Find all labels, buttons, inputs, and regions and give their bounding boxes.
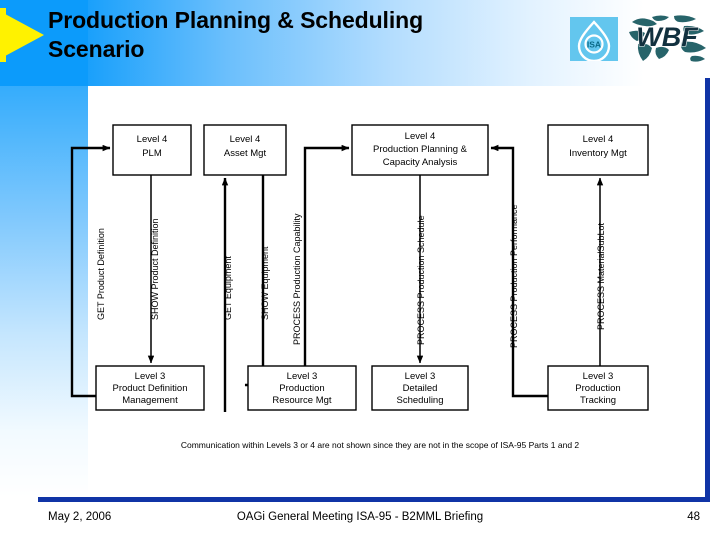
flow-label-process-production-capability: PROCESS Production Capability (292, 213, 302, 345)
level4-box-group: Level 4 PLM Level 4 Asset Mgt Level 4 Pr… (112, 124, 649, 176)
box-level3-dsch-line-1: Detailed (403, 383, 438, 394)
isa-logo: ISA (570, 17, 618, 63)
footer-meeting-title: OAGi General Meeting ISA-95 - B2MML Brie… (236, 511, 484, 523)
flow-label-get-equipment: GET Equipment (223, 256, 233, 320)
box-level3-detailed-scheduling[interactable]: Level 3 Detailed Scheduling (371, 365, 469, 411)
box-level4-production-planning-line-2: Capacity Analysis (383, 157, 458, 168)
box-level3-production-resource-mgt[interactable]: Level 3 Production Resource Mgt (247, 365, 357, 411)
page-title-line2: Scenario (48, 36, 145, 63)
box-level3-ptrk-line-2: Tracking (580, 395, 616, 406)
flow-label-show-equipment: SHOW Equipment (260, 246, 270, 320)
footer-date: May 2, 2006 (48, 511, 112, 523)
page-title-line1: Production Planning & Scheduling (48, 7, 424, 33)
box-level3-production-tracking[interactable]: Level 3 Production Tracking (547, 365, 649, 411)
box-level3-pdm-line-0: Level 3 (135, 371, 166, 382)
box-level4-production-planning-line-1: Production Planning & (373, 144, 468, 155)
box-level3-pdm-line-2: Management (122, 395, 178, 406)
logo-group: ISA WBF (570, 12, 710, 66)
flow-label-show-product-definition: SHOW Product Definition (150, 218, 160, 320)
left-accent-bar (0, 0, 88, 540)
flow-label-process-production-performance: PROCESS Production Performance (509, 204, 519, 348)
box-level3-prm-line-1: Production (279, 383, 324, 394)
wbf-logo-icon: WBF (629, 15, 706, 62)
page-title: Production Planning & Scheduling Scenari… (48, 6, 568, 65)
box-level3-product-definition-management[interactable]: Level 3 Product Definition Management (95, 365, 205, 411)
box-level4-plm-line-0: Level 4 (137, 134, 168, 145)
box-level3-prm-line-0: Level 3 (287, 371, 318, 382)
box-level3-dsch-line-2: Scheduling (396, 395, 443, 406)
box-level4-asset-mgt-line-0: Level 4 (230, 134, 261, 145)
box-level3-pdm-line-1: Product Definition (113, 383, 188, 394)
bottom-rule (38, 497, 710, 502)
box-level4-plm-line-1: PLM (142, 148, 162, 159)
box-level3-ptrk-line-1: Production (575, 383, 620, 394)
box-level4-inventory-mgt-line-0: Level 4 (583, 134, 614, 145)
footer-page-number: 48 (687, 511, 700, 523)
box-level4-inventory-mgt-line-1: Inventory Mgt (569, 148, 627, 159)
flow-get-product-definition (70, 144, 111, 398)
wbf-logo-text: WBF (636, 22, 699, 52)
flow-process-production-capability (303, 144, 350, 366)
box-level4-production-planning-line-0: Level 4 (405, 131, 436, 142)
box-level4-asset-mgt[interactable]: Level 4 Asset Mgt (203, 124, 287, 176)
box-level4-inventory-mgt[interactable]: Level 4 Inventory Mgt (547, 124, 649, 176)
isa-logo-icon: ISA (570, 17, 618, 63)
flow-label-process-materialsublot: PROCESS MaterialSubLot (596, 222, 606, 330)
right-rule (705, 78, 710, 502)
box-level4-production-planning[interactable]: Level 4 Production Planning & Capacity A… (351, 124, 489, 176)
box-level3-dsch-line-0: Level 3 (405, 371, 436, 382)
flow-process-production-performance (490, 144, 548, 398)
level3-box-group: Level 3 Product Definition Management Le… (95, 365, 649, 411)
flow-label-process-production-schedule: PROCESS Production Schedule (416, 215, 426, 345)
flow-label-get-product-definition: GET Product Definition (96, 228, 106, 320)
isa-logo-text: ISA (587, 40, 601, 50)
box-level3-ptrk-line-0: Level 3 (583, 371, 614, 382)
chevron-right-icon (0, 8, 44, 62)
box-level4-asset-mgt-line-1: Asset Mgt (224, 148, 267, 159)
box-level4-plm[interactable]: Level 4 PLM (112, 124, 192, 176)
wbf-logo: WBF (626, 12, 710, 66)
diagram-footnote: Communication within Levels 3 or 4 are n… (180, 440, 580, 450)
box-level3-prm-line-2: Resource Mgt (272, 395, 331, 406)
